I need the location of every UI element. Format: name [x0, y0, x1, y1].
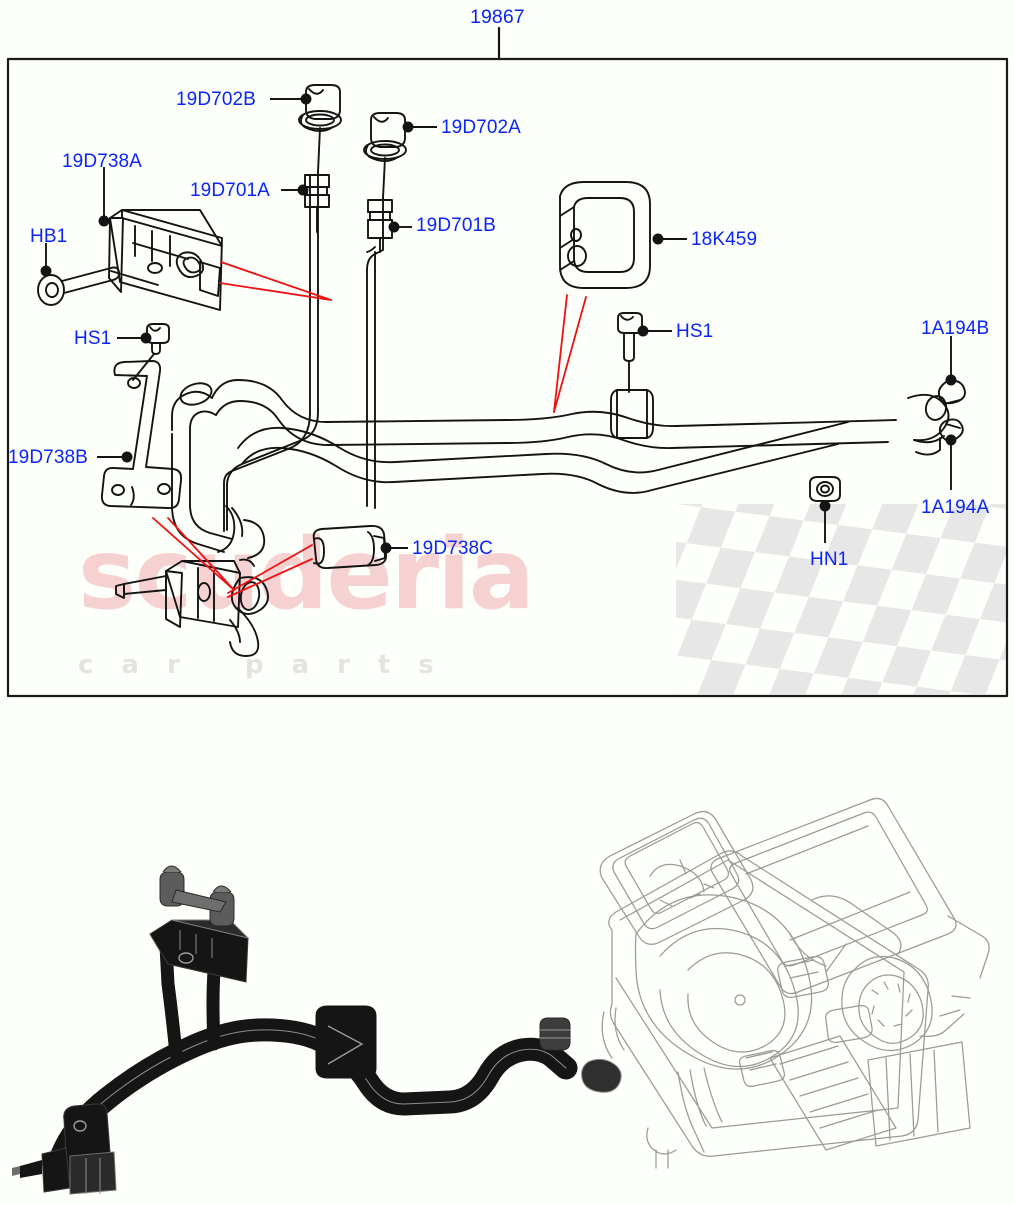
label-19D701A: 19D701A: [190, 180, 270, 201]
part-19D738B-bracket: [100, 360, 183, 510]
hose-lower-connectors: [217, 505, 266, 559]
hose-mid-clamp: [610, 389, 654, 439]
label-19D738A: 19D738A: [62, 151, 142, 172]
watermark-tagline-text: car parts: [78, 650, 462, 680]
label-19D701B: 19D701B: [416, 215, 496, 236]
part-1A194A-seal: [938, 418, 964, 442]
label-19867: 19867: [470, 6, 525, 28]
part-1A194B-seal: [937, 379, 966, 405]
hose-upper-left: [223, 171, 384, 532]
label-HB1: HB1: [30, 226, 68, 247]
part-19D702B-coupling: [298, 84, 342, 173]
red-leader-lines: [152, 261, 587, 598]
watermark-brand-text: scuderia: [78, 518, 535, 632]
label-19D738C: 19D738C: [412, 538, 493, 559]
label-19D702A: 19D702A: [441, 117, 521, 138]
label-HS1-left: HS1: [74, 328, 112, 349]
part-19D702A-coupling: [363, 112, 407, 199]
label-leaders: [40, 93, 957, 554]
part-19D701B-connector: [367, 199, 393, 253]
label-18K459: 18K459: [691, 229, 758, 250]
label-19D738B: 19D738B: [8, 447, 88, 468]
part-18K459-insulator: [559, 181, 651, 289]
part-HN1-nut: [809, 476, 841, 502]
label-HN1: HN1: [810, 549, 849, 570]
photo-heater-hose-assembly: [12, 865, 622, 1195]
diagram-frame: [6, 57, 1009, 698]
part-19D738A-bracket: [108, 209, 223, 311]
label-HS1-mid: HS1: [676, 321, 714, 342]
photo-hvac-unit-outline: [599, 797, 990, 1169]
label-1A194B: 1A194B: [921, 318, 990, 339]
label-19D702B: 19D702B: [176, 89, 256, 110]
label-1A194A: 1A194A: [921, 497, 990, 518]
hose-main-bundle: [211, 379, 897, 494]
